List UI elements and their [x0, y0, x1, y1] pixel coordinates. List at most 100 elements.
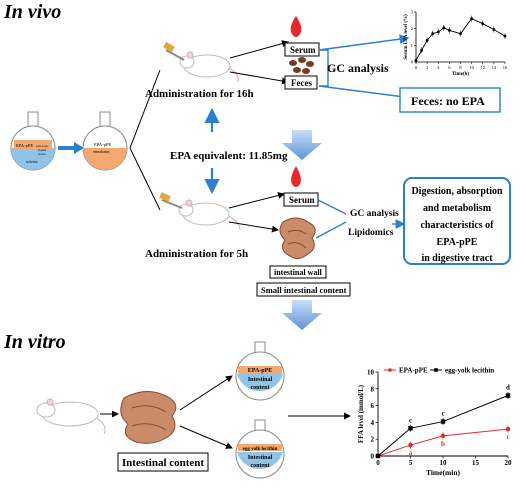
epa-equivalent-label: EPA equivalent: 11.85mg [170, 150, 288, 162]
serum-x-tick-label: 14 [492, 65, 497, 70]
digestion-line-3: characteristics of [420, 220, 494, 231]
ffa-y-tick-label: 8 [371, 385, 375, 393]
ffa-x-tick-label: 20 [505, 459, 513, 467]
flask-egg-line-3: content [251, 463, 270, 469]
flask-epa-line-3: content [251, 385, 270, 391]
intestinal-wall-box [269, 265, 327, 279]
serum-point [481, 22, 485, 26]
ffa-series-line [377, 428, 509, 457]
serum-y-tick-label: 1 [411, 43, 413, 48]
serum-point [414, 58, 418, 62]
ffa-significance-letter: c [506, 433, 509, 441]
small-intestinal-content-box [256, 282, 351, 297]
serum-point [431, 32, 435, 36]
flask-left-label: EPA-pPE [16, 143, 33, 148]
flask-epa-pPE-solvent: EPA-pPE precious liquid water solvent [10, 111, 56, 171]
admin-16h-label: Administration for 16h [145, 88, 254, 100]
ffa-point [440, 433, 446, 439]
digestion-line-4: EPA-pPE [437, 237, 478, 248]
lipidomics-label: Lipidomics [348, 228, 394, 238]
intestinal-wall-label: intestinal wall [274, 268, 323, 277]
serum-point [442, 26, 446, 30]
flask-right-label2: emulsion [93, 149, 110, 154]
serum-x-tick-label: 12 [481, 65, 486, 70]
serum-x-tick-label: 0 [415, 65, 418, 70]
ffa-x-tick-label: 10 [440, 459, 448, 467]
digestion-line-2: and metabolism [423, 203, 492, 214]
flask-left-base: solvent [26, 159, 38, 164]
digestion-line-1: Digestion, absorption [411, 186, 503, 197]
arrow-mouse-serum [229, 40, 289, 59]
arrow-mouse5h-serum [228, 192, 285, 209]
ffa-point [375, 453, 381, 459]
serum-point [459, 32, 462, 36]
intestine-in-vitro-icon [120, 391, 177, 444]
ffa-x-axis-label: Time(min) [426, 468, 461, 477]
ffa-significance-letter: b [441, 440, 445, 448]
gc-analysis-top: GC analysis [327, 61, 389, 75]
in-vitro-heading: In vitro [3, 331, 66, 353]
ffa-point [505, 426, 511, 432]
arrow-mouse5h-intestine [228, 221, 279, 233]
intestinal-content-label: Intestinal content [122, 457, 205, 469]
branch-to-5h [129, 147, 161, 211]
serum-point [425, 38, 429, 42]
serum-point [420, 48, 423, 52]
ffa-point [440, 419, 446, 424]
serum-point [436, 30, 440, 34]
flask-epa-pPE-emulsion: EPA-pPE emulsion [82, 111, 128, 171]
serum-y-tick-label: 3 [411, 10, 414, 15]
ffa-x-tick-label: 5 [409, 459, 413, 467]
ffa-y-tick-label: 6 [371, 402, 375, 410]
serum-series-line [415, 18, 506, 61]
serum-y-axis-label: Serum EPA level (%) [404, 14, 409, 60]
serum-x-tick-label: 6 [448, 65, 451, 70]
ffa-point [408, 442, 413, 448]
serum-x-tick-label: 8 [459, 65, 462, 70]
serum-y-tick-label: 2 [411, 26, 413, 31]
flask-egg-intestinal-icon [235, 419, 285, 479]
serum-bottom-box [283, 192, 319, 207]
ffa-y-axis-label: FFA level (mmol/L) [357, 384, 365, 443]
serum-bottom-label: Serum [289, 195, 315, 205]
mouse-in-vitro-icon [36, 398, 106, 435]
ffa-legend-marker [388, 368, 392, 372]
serum-x-tick-label: 16 [503, 65, 508, 70]
feces-no-epa-box [399, 87, 501, 113]
flask-right-label1: EPA-pPE [94, 142, 111, 147]
ffa-y-tick-label: 0 [371, 453, 375, 461]
flask-left-sub3: water [38, 152, 47, 156]
ffa-point [408, 426, 413, 431]
ffa-point [505, 393, 511, 398]
flask-transfer-arrowhead [74, 142, 84, 154]
digestion-line-5: in digestive tract [421, 253, 493, 264]
serum-point [492, 28, 496, 31]
gc-analysis-bottom: GC analysis [350, 209, 399, 219]
flask-egg-line-2: Intestinal [248, 455, 273, 461]
serum-x-axis-label: Time(h) [452, 72, 469, 77]
ffa-x-tick-label: 15 [472, 459, 480, 467]
serum-x-tick-label: 2 [426, 65, 428, 70]
arrow-to-feces-result [318, 85, 414, 102]
feces-box [284, 75, 318, 90]
serum-point [470, 17, 474, 21]
mouse-5h-icon [159, 192, 241, 231]
flask-left-sub2: liquid [38, 148, 46, 152]
small-intestinal-content-label: Small intestinal content [261, 285, 347, 295]
flask-epa-line-2: Intestinal [248, 377, 273, 383]
in-vivo-heading: In vivo [3, 1, 61, 23]
serum-x-tick-label: 10 [469, 65, 474, 70]
ffa-series-line [377, 395, 509, 457]
blood-drop-icon [290, 16, 302, 37]
ffa-y-tick-label: 2 [371, 436, 375, 444]
intestine-icon [279, 217, 316, 260]
serum-point [447, 28, 451, 32]
feces-label: Feces [291, 78, 312, 88]
big-arrow-lower [282, 300, 322, 330]
ffa-legend-label: EPA-pPE [399, 367, 428, 375]
ffa-significance-letter: c [409, 416, 412, 424]
ffa-y-tick-label: 10 [367, 369, 375, 377]
